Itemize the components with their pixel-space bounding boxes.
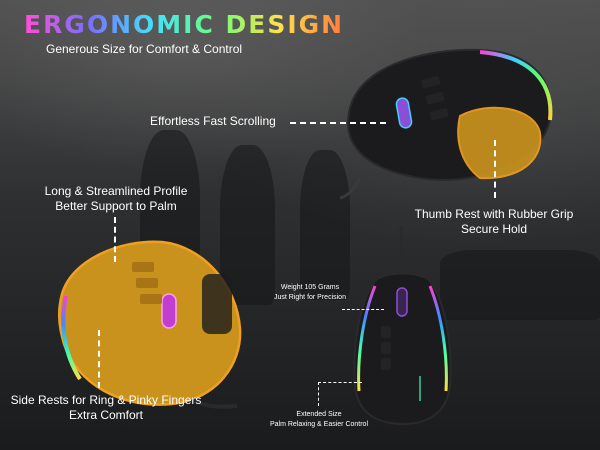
callout-side-line2: Extra Comfort <box>68 408 143 422</box>
callout-thumb-line <box>494 140 496 198</box>
callout-profile-line1: Long & Streamlined Profile <box>44 184 188 198</box>
callout-thumb-line1: Thumb Rest with Rubber Grip <box>414 207 574 221</box>
mouse-top-right <box>339 48 553 200</box>
background-vehicle <box>440 250 600 320</box>
callout-size-line-v <box>318 382 319 406</box>
page-title: ERGONOMIC DESIGN <box>24 10 345 39</box>
mouse-bottom-right <box>353 225 452 426</box>
callout-thumb-line2: Secure Hold <box>460 222 528 236</box>
callout-scrolling: Effortless Fast Scrolling <box>150 114 276 128</box>
callout-profile-line2: Better Support to Palm <box>55 199 177 213</box>
callout-side-line <box>98 330 100 388</box>
mouse-left-highlighted <box>58 240 242 409</box>
page-subtitle: Generous Size for Comfort & Control <box>46 42 243 56</box>
callout-profile-line <box>114 217 116 262</box>
callout-scrolling-line <box>290 122 386 124</box>
callout-size-line2: Palm Relaxing & Easier Control <box>269 421 369 428</box>
callout-weight-line1: Weight 105 Grams <box>280 284 340 291</box>
background-figure-right <box>300 150 350 300</box>
callout-weight-line <box>342 309 384 310</box>
callout-side-line1: Side Rests for Ring & Pinky Fingers <box>10 393 202 407</box>
callout-weight-line2: Just Right for Precision <box>274 294 346 301</box>
callout-size-line-h <box>318 382 362 383</box>
callout-size-line1: Extended Size <box>296 411 342 418</box>
